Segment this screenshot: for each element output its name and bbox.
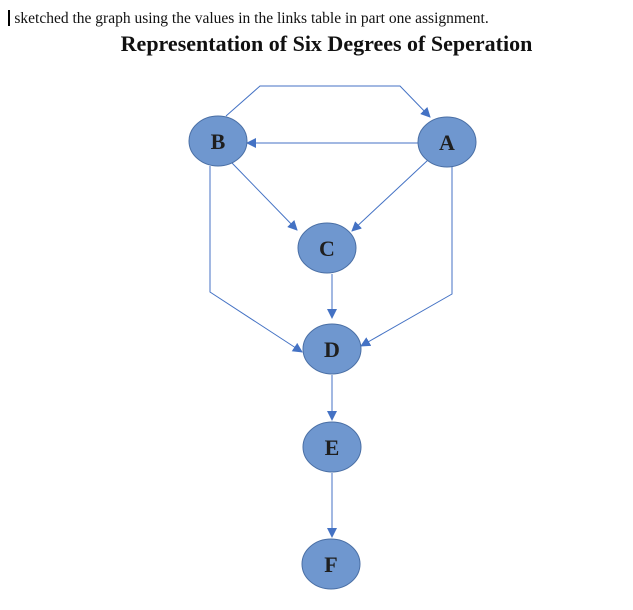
node-f-shape — [301, 538, 361, 590]
nodes-layer: A B C D E F — [188, 115, 477, 590]
edge-b-to-a — [225, 85, 431, 118]
page-title: Representation of Six Degrees of Seperat… — [120, 31, 533, 56]
node-b: B — [188, 115, 248, 167]
node-e: E — [302, 421, 362, 473]
edge-a-to-c — [351, 159, 429, 232]
node-f: F — [301, 538, 361, 590]
edge-b-to-d — [209, 166, 303, 353]
node-d-shape — [302, 323, 362, 375]
edge-b-to-c — [231, 162, 298, 231]
node-e-label: E — [325, 435, 340, 460]
node-a-label: A — [439, 130, 455, 155]
node-c: C — [297, 222, 357, 274]
node-d: D — [302, 323, 362, 375]
intro-text-content: sketched the graph using the values in t… — [10, 10, 489, 27]
node-e-shape — [302, 421, 362, 473]
intro-text: sketched the graph using the values in t… — [8, 10, 489, 28]
node-f-label: F — [324, 552, 337, 577]
edge-a-to-d — [360, 166, 453, 347]
node-d-label: D — [324, 337, 340, 362]
node-b-label: B — [211, 129, 226, 154]
edges-layer — [209, 85, 453, 538]
node-a: A — [417, 116, 477, 168]
node-c-shape — [297, 222, 357, 274]
node-a-shape — [417, 116, 477, 168]
node-c-label: C — [319, 236, 335, 261]
node-b-shape — [188, 115, 248, 167]
text-cursor — [8, 10, 10, 26]
